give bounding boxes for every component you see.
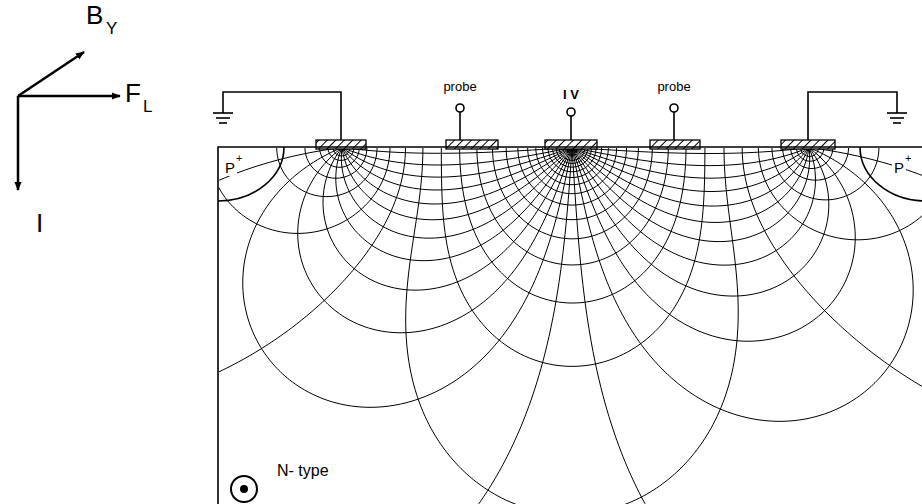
current-line <box>572 148 828 296</box>
axis-arrows <box>18 52 120 190</box>
magnetic-field-arrow <box>18 52 84 96</box>
ground-wire <box>223 92 341 141</box>
equipotential-line <box>493 148 653 239</box>
ground-symbol <box>213 112 233 114</box>
ground-symbol <box>890 117 904 119</box>
equipotential-line <box>219 148 922 504</box>
equipotential-line <box>477 148 668 265</box>
equipotential-line <box>219 148 922 504</box>
p-plus-region: P+ <box>218 147 284 201</box>
doping-superscript: + <box>234 152 244 165</box>
ground-symbol <box>219 122 227 124</box>
doping-superscript: + <box>903 152 913 165</box>
ground-symbol <box>893 122 901 124</box>
terminal-label: I V <box>563 88 579 101</box>
ground-symbol <box>887 112 907 114</box>
p-plus-region: P+ <box>860 147 922 201</box>
current-line <box>573 148 810 242</box>
current-line <box>572 148 855 341</box>
body-outline <box>218 147 922 504</box>
field-lines <box>219 148 922 504</box>
current-line <box>574 148 808 178</box>
probe-terminal <box>670 104 678 112</box>
equipotential-line <box>441 148 705 366</box>
current-arrow <box>17 96 20 190</box>
field-out-dot <box>240 485 248 493</box>
current-line <box>575 148 807 166</box>
equipotential-line <box>219 148 922 504</box>
n-type-body: P+ P+ N- type <box>218 147 922 504</box>
current-line <box>219 148 922 504</box>
supply-terminal <box>567 108 575 116</box>
equipotential-line <box>219 148 922 504</box>
current-line <box>219 148 922 504</box>
current-line <box>572 148 913 421</box>
current-line <box>219 148 922 504</box>
probe-wire <box>459 112 461 141</box>
axis-subscript: Y <box>106 20 117 37</box>
ground-wire <box>808 92 897 141</box>
equipotential-line <box>219 148 922 504</box>
supply-wire <box>570 116 572 141</box>
axis-label: I <box>36 210 43 236</box>
current-line <box>573 148 816 265</box>
probe-wire <box>673 112 675 141</box>
probe-label: probe <box>443 80 476 93</box>
probe-terminal <box>456 104 464 112</box>
junction-boundary <box>860 147 922 201</box>
field-out-symbol <box>231 476 257 502</box>
current-line <box>219 148 922 504</box>
current-line <box>219 148 922 504</box>
junction-boundary <box>218 147 284 201</box>
force-arrow <box>18 95 120 98</box>
axis-label: F <box>125 80 141 106</box>
wires <box>213 92 907 141</box>
current-line <box>219 148 922 504</box>
axis-label: B <box>86 2 103 28</box>
axis-subscript: L <box>143 98 152 115</box>
current-line <box>573 148 809 222</box>
region-label: N- type <box>275 462 331 480</box>
current-line <box>219 148 922 504</box>
current-line <box>572 148 922 504</box>
current-line <box>573 148 809 206</box>
equipotential-line <box>219 148 922 504</box>
current-line <box>219 148 922 504</box>
ground-symbol <box>216 117 230 119</box>
current-line <box>219 148 922 504</box>
probe-label: probe <box>657 80 690 93</box>
current-line <box>219 148 922 504</box>
current-line <box>573 148 808 191</box>
equipotential-line <box>219 148 922 504</box>
current-line <box>219 148 922 504</box>
current-line <box>219 148 922 504</box>
